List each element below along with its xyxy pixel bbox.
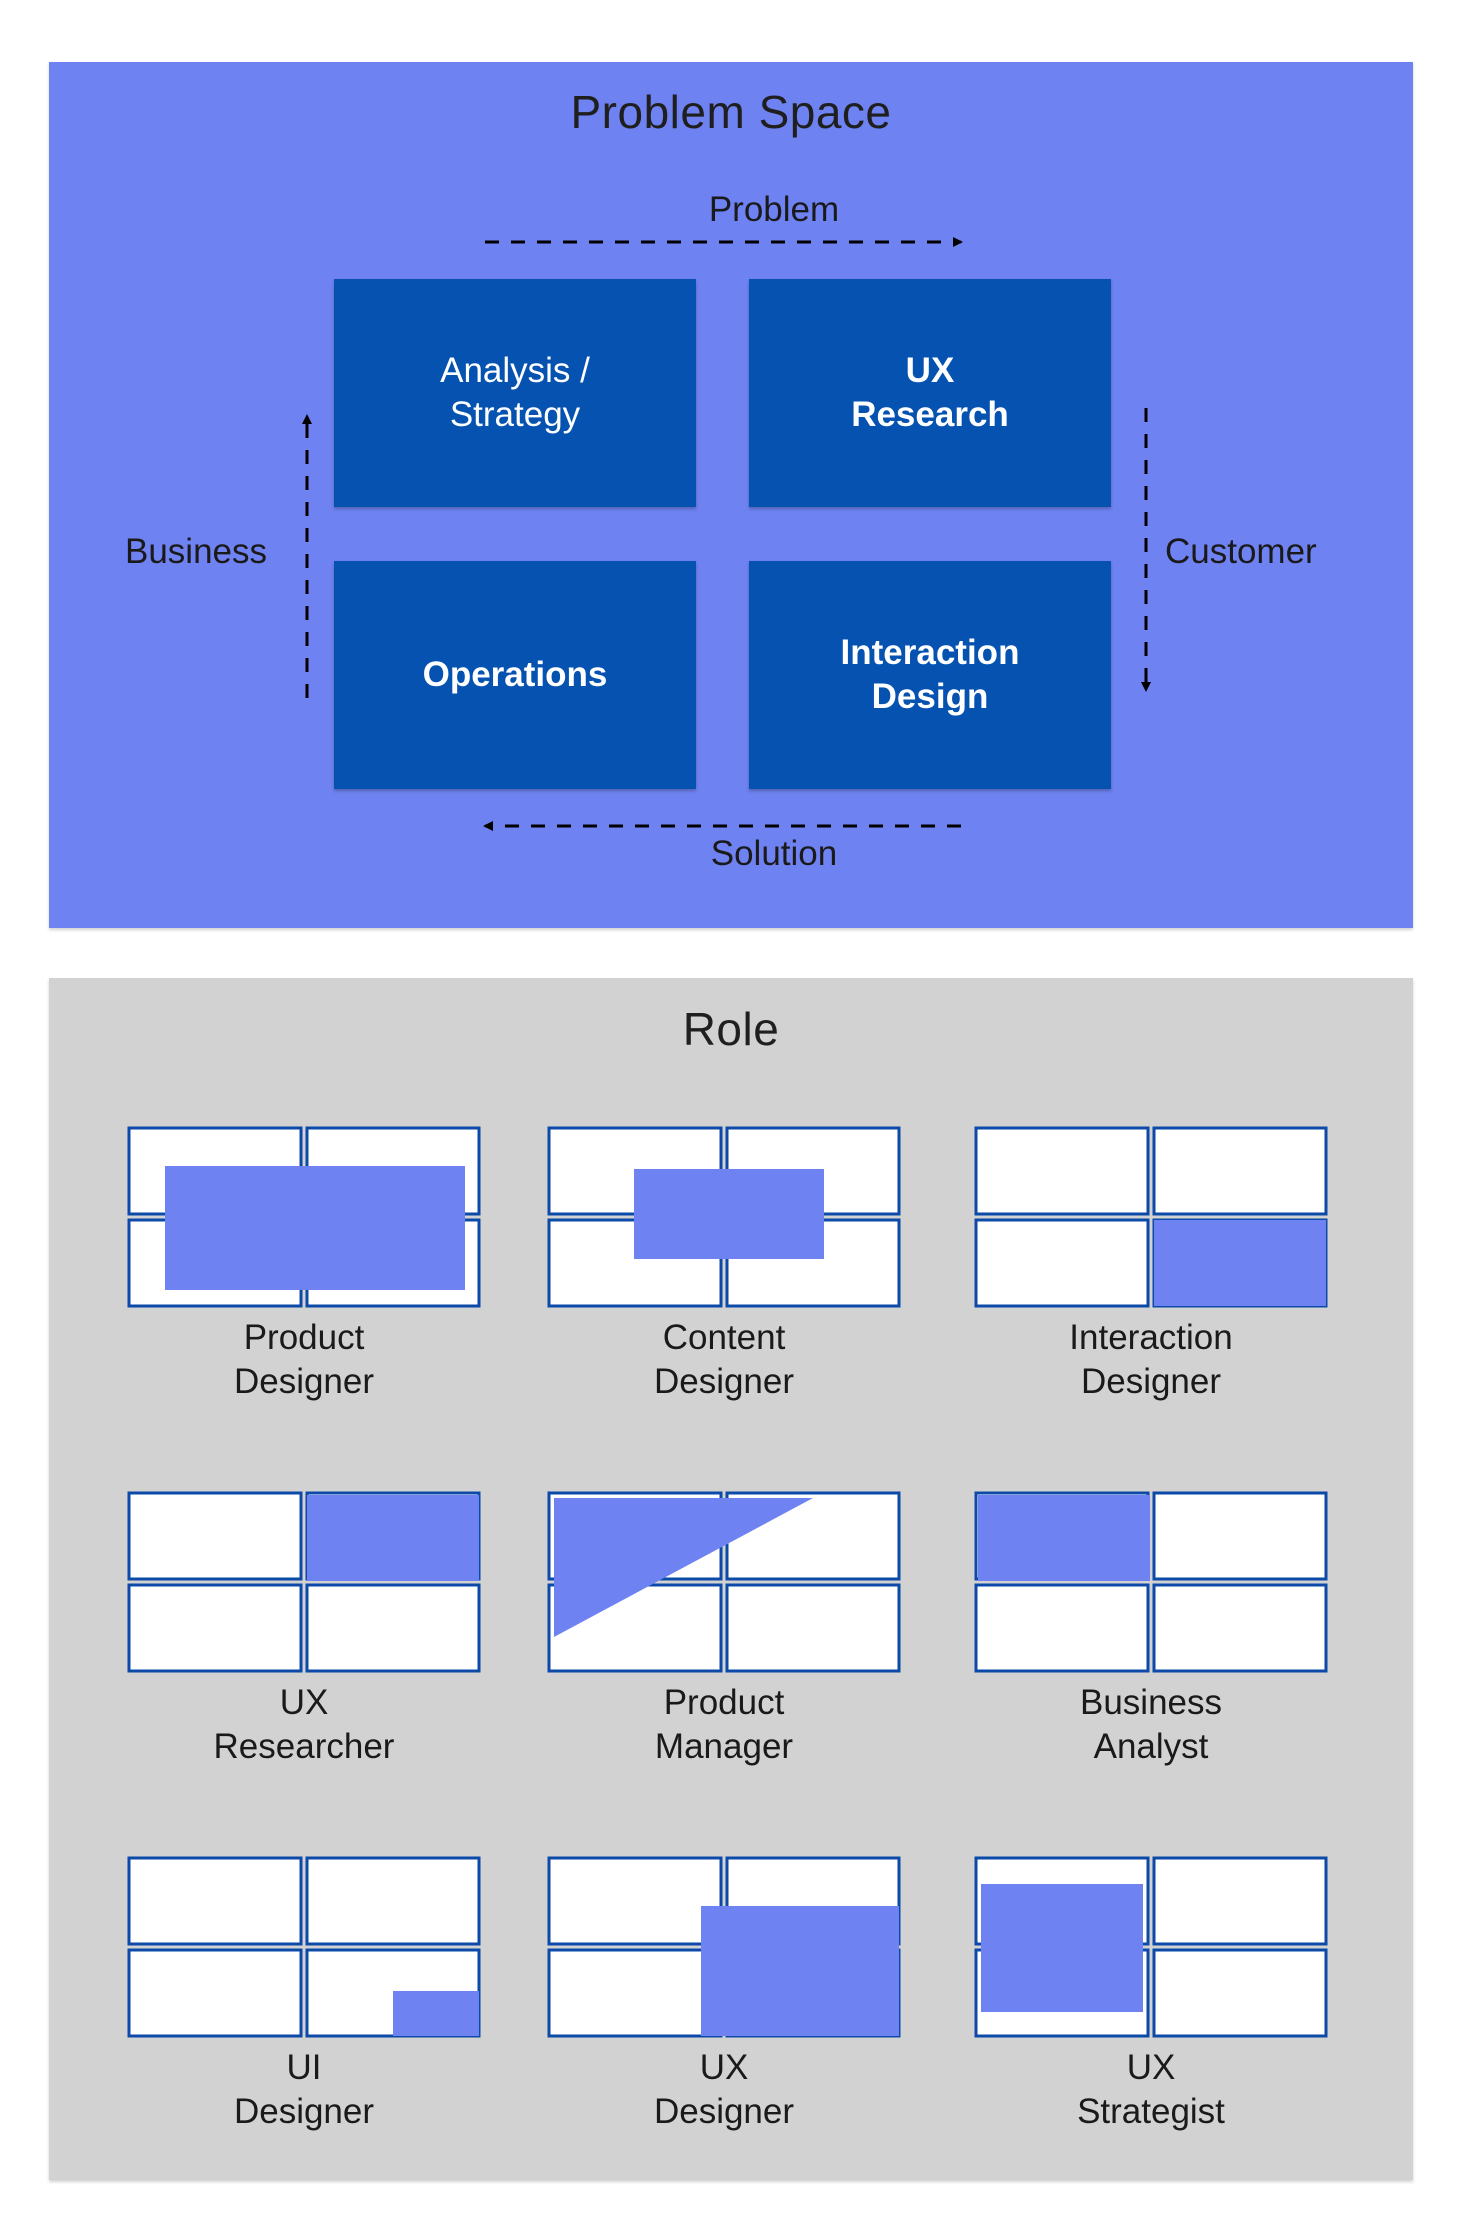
tile-analysis-strategy: Analysis / Strategy — [334, 279, 696, 507]
grid-cell — [974, 1126, 1150, 1216]
grid-cell — [974, 1583, 1150, 1673]
role-caption: UX Strategist — [1077, 2048, 1225, 2131]
role-caption: UI Designer — [233, 2048, 375, 2131]
problem-space-panel: Problem Space Problem Customer Solution … — [49, 62, 1413, 928]
role-coverage-highlight — [554, 1498, 813, 1637]
role-caption: Business Analyst — [1079, 1683, 1223, 1766]
grid-cell — [1152, 1583, 1328, 1673]
grid-cell — [974, 1218, 1150, 1308]
grid-cell — [547, 1856, 723, 1946]
role-title: Role — [682, 1003, 780, 1055]
grid-cell — [305, 1583, 481, 1673]
role-caption: Interaction Designer — [1069, 1318, 1233, 1401]
business-label: Business — [125, 532, 268, 571]
flow-arrows — [302, 237, 1151, 831]
role-caption: Product Designer — [233, 1318, 375, 1401]
role-caption: UX Designer — [653, 2048, 795, 2131]
role-coverage-highlight — [978, 1495, 1150, 1581]
role-coverage-highlight — [1154, 1220, 1326, 1306]
role-panel: Role Product Designer Content Designer Int… — [49, 978, 1413, 2180]
problem-label: Problem — [708, 190, 840, 229]
grid-cell — [1152, 1948, 1328, 2038]
role-caption: Product Manager — [654, 1683, 794, 1766]
role-coverage-highlight — [701, 1906, 899, 2036]
tile-interaction-design: Interaction Design — [749, 561, 1111, 789]
grid-cell — [1152, 1491, 1328, 1581]
role-coverage-highlight — [981, 1884, 1143, 2012]
grid-cell — [1152, 1126, 1328, 1216]
solution-label: Solution — [710, 834, 838, 873]
tile-ux-research: UX Research — [749, 279, 1111, 507]
grid-cell — [127, 1491, 303, 1581]
role-diagram-5 — [547, 1491, 901, 1673]
grid-cell — [127, 1583, 303, 1673]
role-diagram-2 — [547, 1126, 901, 1308]
problem-space-title: Problem Space — [570, 86, 892, 138]
customer-label: Customer — [1165, 532, 1317, 571]
role-diagram-6 — [974, 1491, 1328, 1673]
tile-operations: Operations — [334, 561, 696, 789]
role-diagram-7 — [127, 1856, 481, 2038]
role-diagram-1 — [127, 1126, 481, 1308]
role-diagram-8 — [547, 1856, 901, 2038]
grid-cell — [127, 1948, 303, 2038]
role-coverage-highlight — [634, 1169, 824, 1259]
grid-cell — [547, 1948, 723, 2038]
role-coverage-highlight — [307, 1495, 479, 1581]
role-diagram-9 — [974, 1856, 1328, 2038]
role-caption: UX Researcher — [213, 1683, 395, 1766]
grid-cell — [127, 1856, 303, 1946]
grid-cell — [305, 1856, 481, 1946]
role-coverage-highlight — [393, 1991, 479, 2036]
role-diagram-3 — [974, 1126, 1328, 1308]
role-caption: Content Designer — [653, 1318, 795, 1401]
role-diagram-4 — [127, 1491, 481, 1673]
role-coverage-highlight — [165, 1166, 465, 1290]
grid-cell — [725, 1583, 901, 1673]
grid-cell — [1152, 1856, 1328, 1946]
